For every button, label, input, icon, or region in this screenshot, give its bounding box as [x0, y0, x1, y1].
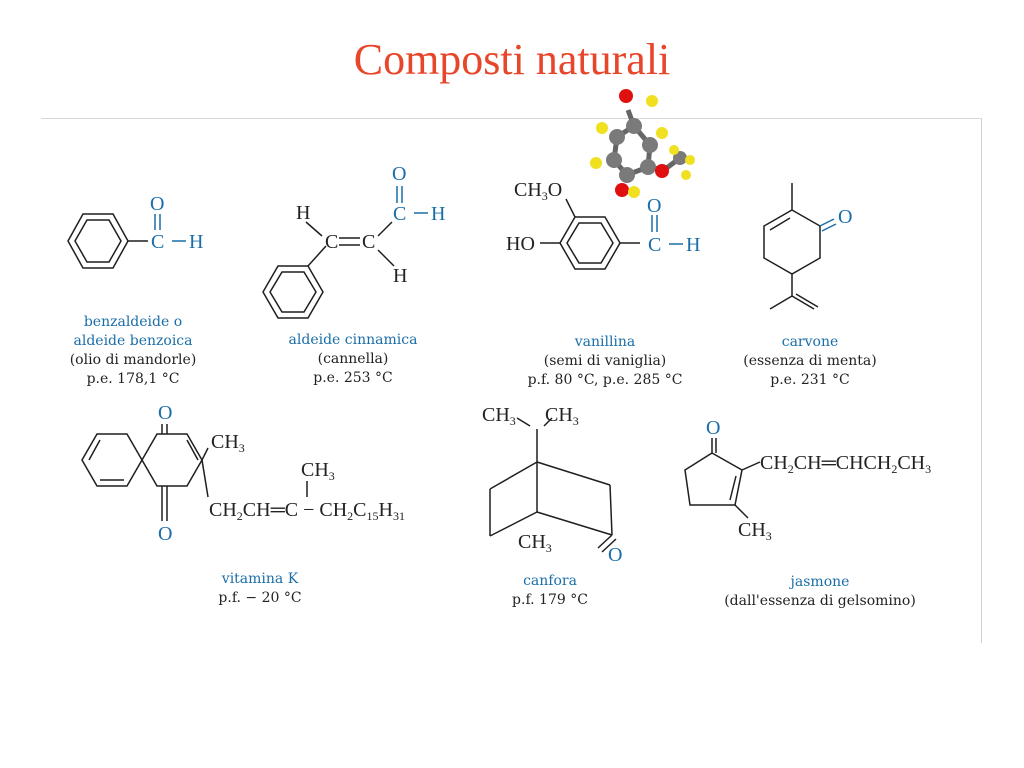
atom-c: C [151, 231, 164, 253]
svg-text:CH3: CH3 [211, 431, 245, 455]
svg-text:C: C [648, 234, 661, 256]
compound-label-camphor: canfora p.f. 179 °C [512, 573, 588, 608]
svg-text:O: O [647, 195, 661, 217]
vanillin-ring [540, 198, 640, 270]
vitamin-k-structure [81, 424, 308, 521]
svg-text:CH2CH═C − CH2C15H31: CH2CH═C − CH2C15H31 [209, 499, 405, 523]
svg-text:CH3: CH3 [545, 404, 579, 428]
svg-text:O: O [838, 206, 852, 228]
svg-text:O: O [158, 523, 172, 545]
svg-text:HO: HO [506, 233, 535, 255]
svg-text:H: H [393, 265, 407, 287]
svg-text:H: H [296, 202, 310, 224]
atom-h: H [189, 231, 203, 253]
figure-panel [41, 118, 982, 643]
svg-text:O: O [392, 163, 406, 185]
svg-text:H: H [431, 203, 445, 225]
svg-text:C: C [362, 231, 375, 253]
svg-text:CH3: CH3 [301, 459, 335, 483]
svg-text:CH3: CH3 [518, 531, 552, 555]
svg-text:O: O [158, 402, 172, 424]
carvone-structure [763, 183, 821, 310]
jasmone-structure [684, 438, 761, 519]
compound-label-jasmone: jasmone (dall'essenza di gelsomino) [724, 574, 916, 609]
camphor-structure [489, 417, 617, 553]
compound-label-cinnamaldehyde: aldeide cinnamica (cannella) p.e. 253 °C [288, 332, 418, 386]
svg-text:C: C [325, 231, 338, 253]
compound-label-vitamin-k: vitamina K p.f. − 20 °C [218, 571, 302, 606]
atom-o: O [150, 193, 164, 215]
page-title: Composti naturali [353, 35, 671, 84]
compound-label-carvone: carvone (essenza di menta) p.e. 231 °C [743, 334, 877, 388]
svg-text:C: C [393, 203, 406, 225]
svg-text:H: H [686, 234, 700, 256]
svg-text:CH3: CH3 [738, 519, 772, 543]
compound-label-benzaldehyde: benzaldeide o aldeide benzoica (olio di … [69, 314, 197, 387]
cinnamaldehyde-structure [262, 221, 395, 319]
svg-text:O: O [608, 544, 622, 566]
molecule-model-image [590, 89, 695, 198]
compound-label-vanillin: vanillina (semi di vaniglia) p.f. 80 °C,… [527, 334, 683, 388]
atom-ch3o: CH3O [514, 179, 562, 203]
svg-text:O: O [706, 417, 720, 439]
svg-text:CH2CH═CHCH2CH3: CH2CH═CHCH2CH3 [760, 452, 931, 476]
benzaldehyde-ring [67, 213, 148, 269]
svg-text:CH3: CH3 [482, 404, 516, 428]
